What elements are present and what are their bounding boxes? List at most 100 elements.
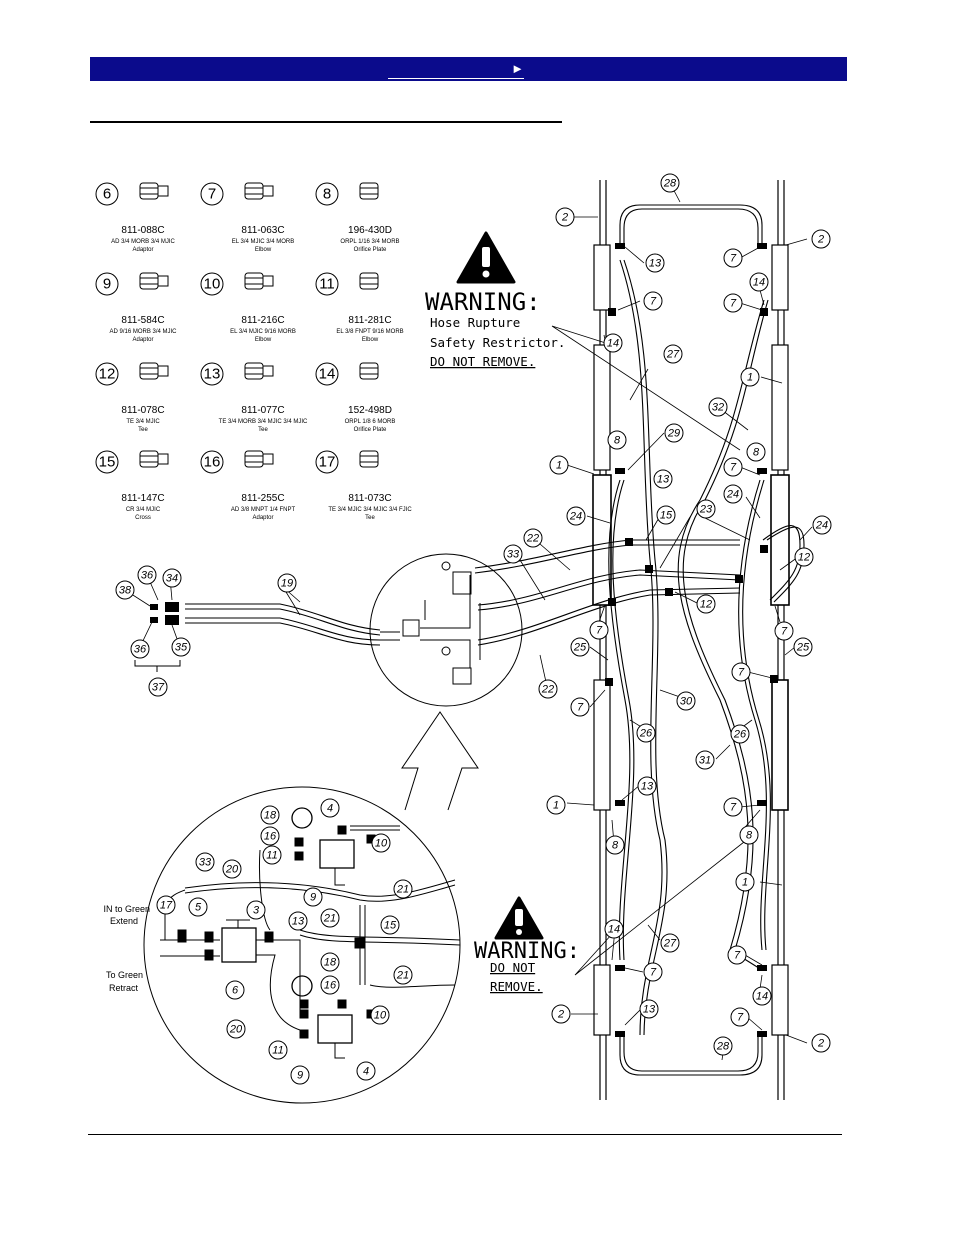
callout-number: 25	[796, 642, 810, 654]
callout-number: 12	[798, 552, 810, 564]
callout-balloon	[794, 547, 814, 567]
hoses	[185, 204, 805, 1076]
fitting-icon	[244, 450, 274, 468]
callout-number: 2	[557, 1009, 564, 1021]
fitting-icon	[244, 362, 274, 380]
part-number-balloon	[95, 450, 119, 474]
next-page-link[interactable]: ►	[388, 61, 524, 79]
warning-1-line1: Hose Rupture	[430, 315, 520, 330]
callout-5: 5	[188, 897, 208, 917]
callout-balloon	[371, 833, 391, 853]
callout-number: 14	[756, 991, 768, 1003]
callout-19: 19	[277, 573, 297, 593]
callout-balloon	[523, 528, 543, 548]
part-type: Orifice Plate	[354, 427, 387, 433]
callout-number: 7	[730, 462, 737, 474]
callout-balloon	[645, 253, 665, 273]
callout-number: 26	[639, 728, 653, 740]
callout-balloon	[566, 506, 586, 526]
callout-8: 8	[607, 430, 627, 450]
part-number: 10	[204, 276, 221, 293]
callout-balloon	[589, 620, 609, 640]
callout-8: 8	[605, 835, 625, 855]
callout-number: 7	[596, 625, 603, 637]
part-number-balloon	[95, 272, 119, 296]
callout-number: 13	[641, 781, 654, 793]
callout-balloon	[643, 291, 663, 311]
callout-balloon	[713, 1036, 733, 1056]
part-code: 811-063C	[241, 225, 284, 236]
callout-number: 7	[730, 802, 737, 814]
callout-number: 7	[650, 967, 657, 979]
warning-1-line2: Safety Restrictor.	[430, 335, 565, 350]
callout-balloon	[246, 900, 266, 920]
callout-1: 1	[549, 455, 569, 475]
callout-25: 25	[793, 637, 813, 657]
callout-21: 21	[393, 965, 413, 985]
callout-26: 26	[730, 724, 750, 744]
warning-triangle-icon	[456, 231, 544, 940]
callout-balloon	[811, 229, 831, 249]
part-type: Cross	[135, 515, 151, 521]
callout-number: 7	[650, 296, 657, 308]
callout-12: 12	[696, 594, 716, 614]
part-type: Elbow	[362, 337, 379, 343]
callout-22: 22	[538, 679, 558, 699]
callout-number: 19	[281, 578, 293, 590]
callout-4: 4	[356, 1061, 376, 1081]
callout-number: 14	[753, 277, 765, 289]
fitting-icon	[244, 182, 274, 200]
callout-10: 10	[371, 833, 391, 853]
header-banner	[90, 57, 847, 81]
callout-31: 31	[695, 750, 715, 770]
callout-balloon	[195, 852, 215, 872]
callout-number: 10	[375, 838, 388, 850]
part-type: Elbow	[255, 337, 272, 343]
callout-number: 14	[607, 338, 619, 350]
warning-2-line2: REMOVE.	[490, 979, 543, 994]
part-number: 12	[99, 366, 116, 383]
callout-8: 8	[746, 442, 766, 462]
callout-balloon	[723, 797, 743, 817]
callout-number: 21	[396, 970, 409, 982]
callout-1: 1	[735, 872, 755, 892]
callout-balloon	[570, 637, 590, 657]
callout-number: 36	[141, 570, 154, 582]
callout-balloon	[262, 845, 282, 865]
callout-14: 14	[749, 272, 769, 292]
part-number: 15	[99, 454, 116, 471]
callout-balloon	[695, 750, 715, 770]
part-number-balloon	[200, 450, 224, 474]
callout-number: 4	[363, 1066, 369, 1078]
part-description: TE 3/4 MORB 3/4 MJIC 3/4 MJIC	[219, 419, 308, 425]
callout-balloon	[696, 499, 716, 519]
callout-7: 7	[723, 248, 743, 268]
part-code: 811-088C	[121, 225, 164, 236]
callout-30: 30	[676, 691, 696, 711]
callout-number: 10	[374, 1010, 387, 1022]
part-type: Tee	[138, 427, 148, 433]
callout-15: 15	[656, 505, 676, 525]
callout-20: 20	[222, 859, 242, 879]
callout-7: 7	[727, 945, 747, 965]
fitting-icon	[359, 450, 379, 468]
callout-balloon	[793, 637, 813, 657]
callout-balloon	[730, 724, 750, 744]
callout-number: 18	[324, 957, 337, 969]
callout-balloon	[551, 1004, 571, 1024]
callout-balloon	[708, 397, 728, 417]
callout-number: 33	[507, 549, 520, 561]
callout-balloon	[370, 1005, 390, 1025]
callout-24: 24	[566, 506, 586, 526]
callout-balloon	[774, 621, 794, 641]
callout-13: 13	[637, 776, 657, 796]
callout-number: 24	[569, 511, 582, 523]
callout-balloon	[137, 565, 157, 585]
callout-balloon	[148, 677, 168, 697]
callout-balloon	[605, 835, 625, 855]
callout-number: 13	[649, 258, 662, 270]
callout-number: 25	[573, 642, 587, 654]
callout-balloon	[320, 952, 340, 972]
